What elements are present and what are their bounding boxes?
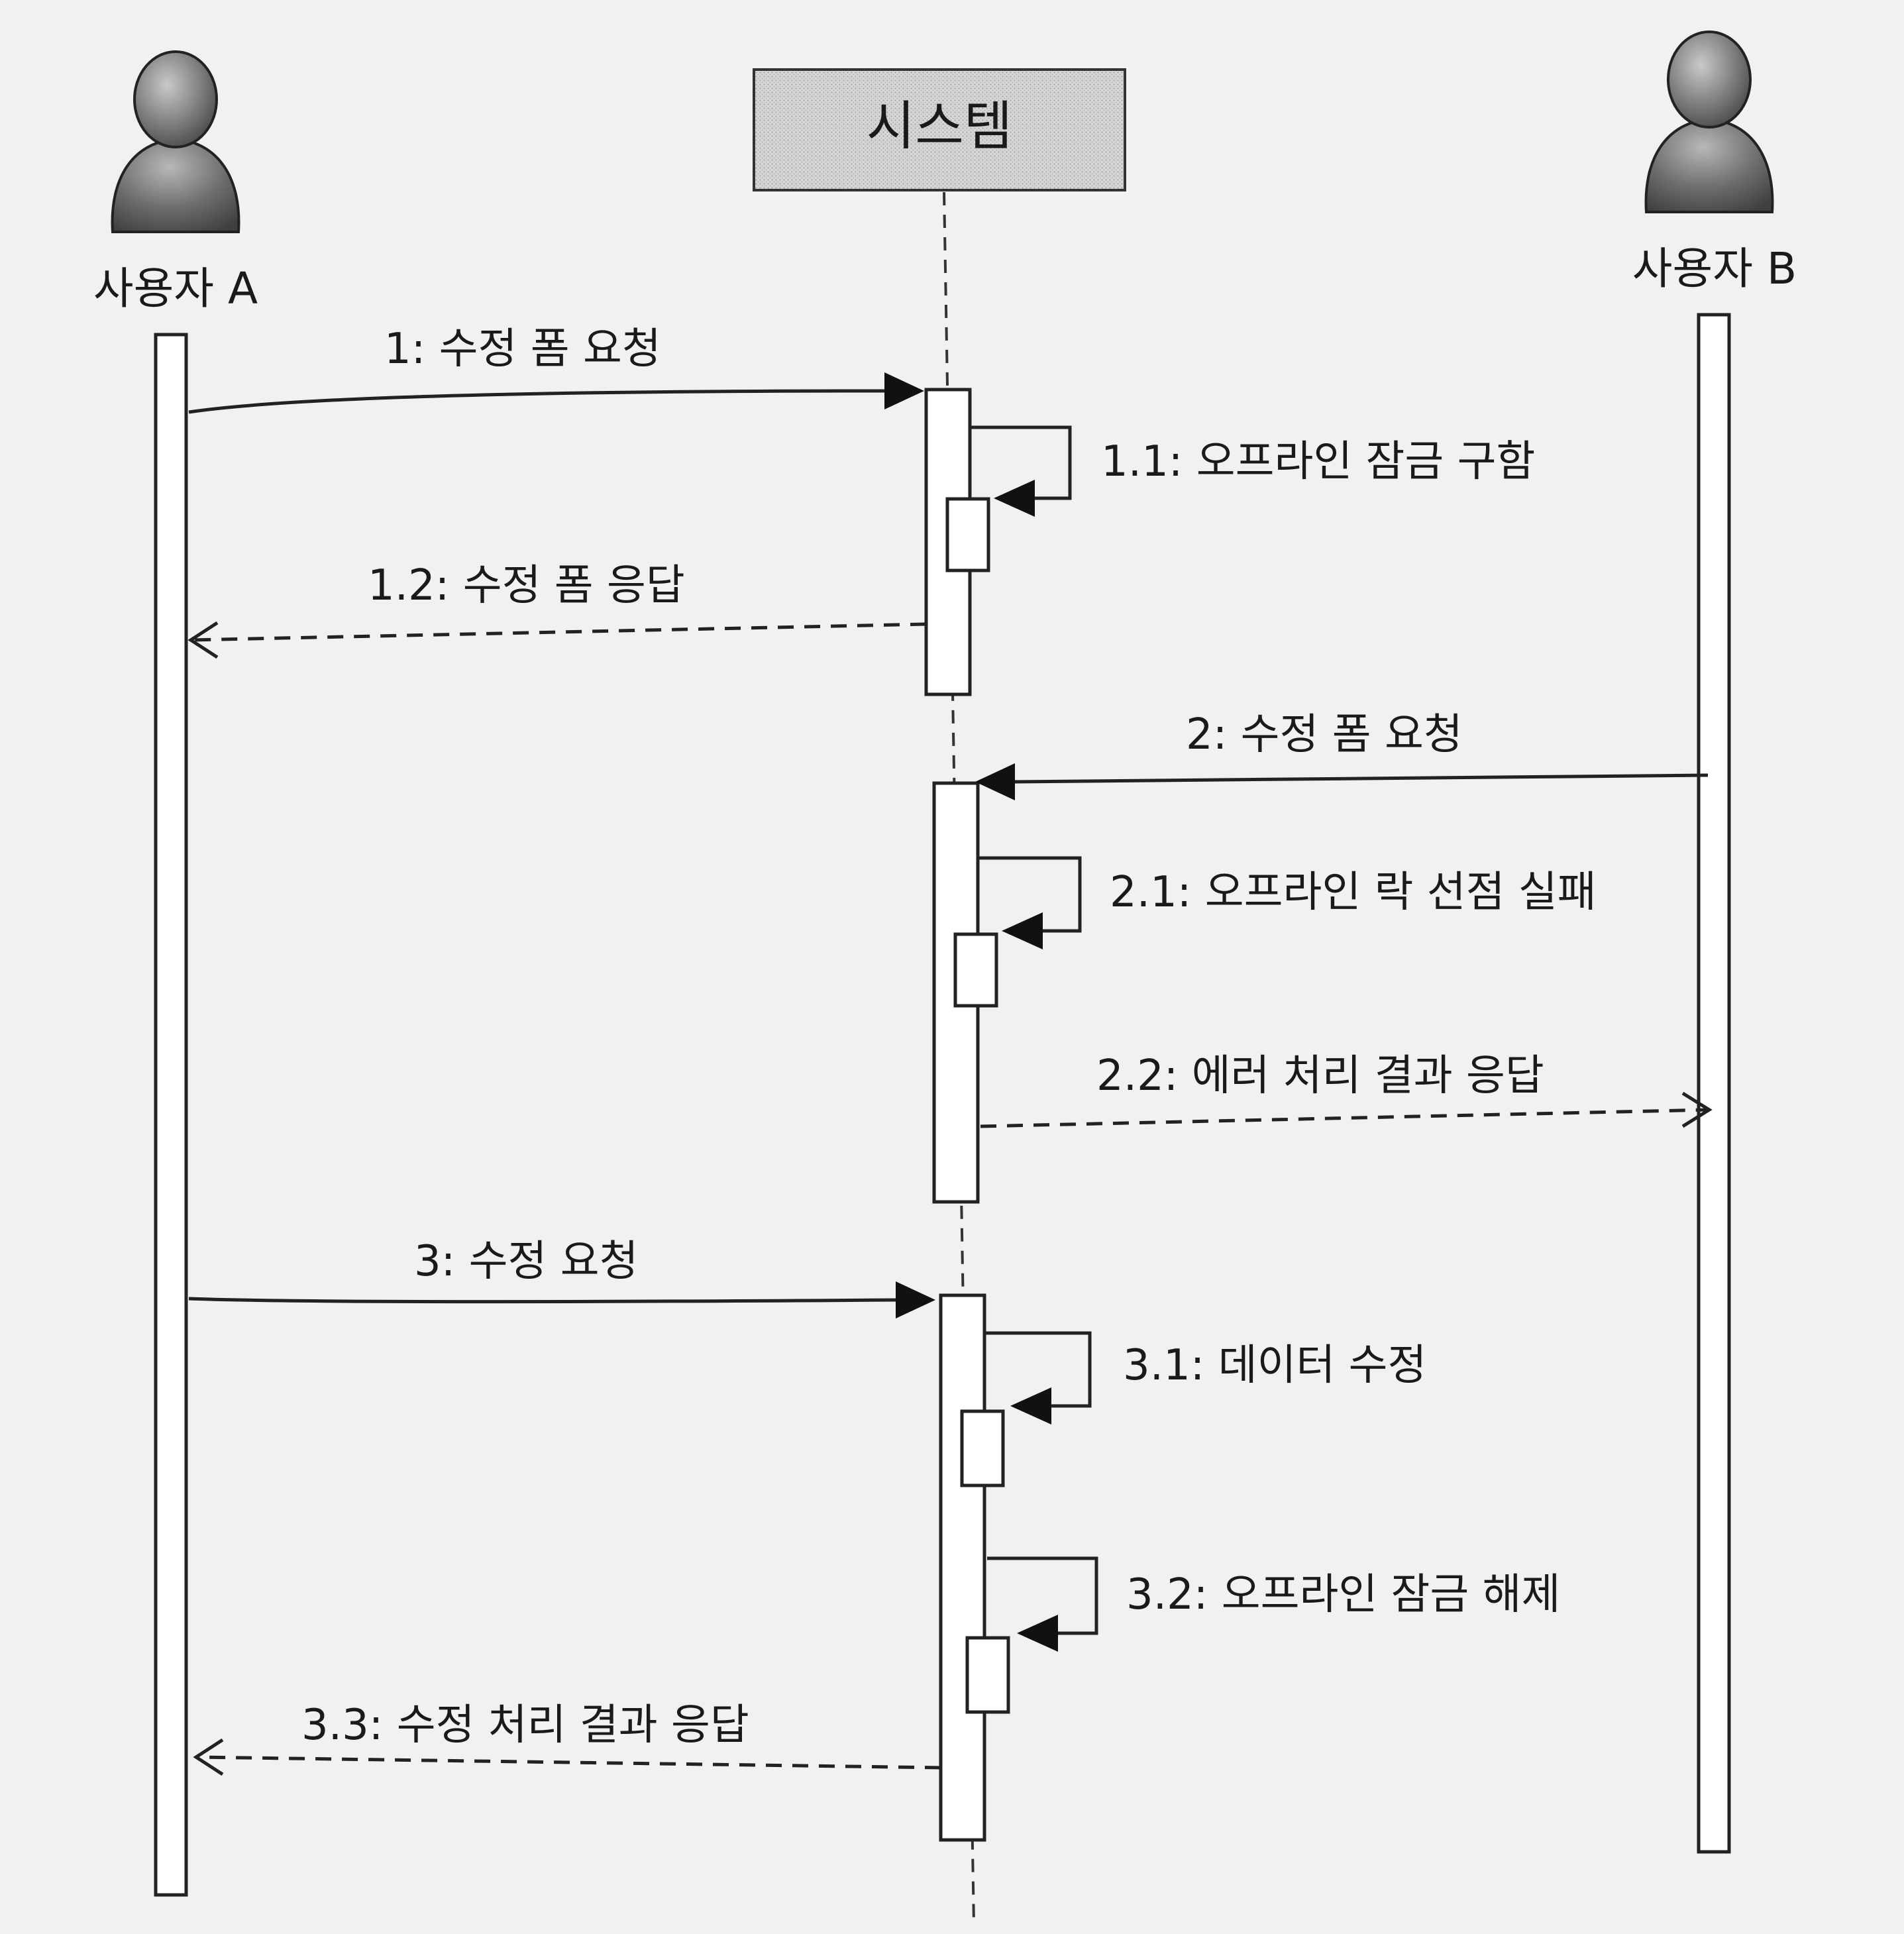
message-1-1-arrow xyxy=(970,425,1072,500)
user-a-label: 사용자 A xyxy=(93,263,258,314)
message-1-arrow xyxy=(188,389,888,414)
message-1-2-arrowhead xyxy=(187,621,219,659)
system-activation-3 xyxy=(939,1293,986,1842)
message-2-1-label: 2.1: 오프라인 락 선점 실패 xyxy=(1110,868,1597,917)
message-1-2-arrow xyxy=(191,622,927,642)
system-box xyxy=(753,68,1126,191)
system-self-activation-3-1 xyxy=(960,1409,1005,1487)
system-self-activation-2-1 xyxy=(953,932,998,1008)
message-1-label: 1: 수정 폼 요청 xyxy=(384,325,661,374)
user-b-lifeline xyxy=(1697,313,1731,1854)
message-2-arrow xyxy=(1013,773,1709,784)
message-2-arrowhead xyxy=(975,763,1015,800)
message-3-arrow xyxy=(188,1297,898,1304)
message-2-2-arrow xyxy=(980,1108,1709,1128)
message-3-1-arrow xyxy=(984,1331,1092,1408)
message-1-1-arrowhead xyxy=(994,480,1035,517)
message-1-arrowhead xyxy=(884,372,924,409)
message-2-2-label: 2.2: 에러 처리 결과 응답 xyxy=(1096,1051,1544,1101)
message-3-2-arrowhead xyxy=(1017,1615,1058,1652)
message-3-label: 3: 수정 요청 xyxy=(414,1237,639,1286)
message-1-1-label: 1.1: 오프라인 잠금 구함 xyxy=(1101,437,1535,486)
message-3-3-arrowhead xyxy=(193,1738,224,1776)
message-3-3-label: 3.3: 수정 처리 결과 응답 xyxy=(301,1701,749,1750)
user-a-lifeline xyxy=(154,333,188,1897)
message-3-2-label: 3.2: 오프라인 잠금 해제 xyxy=(1126,1570,1560,1619)
system-label: 시스템 xyxy=(867,95,1013,157)
system-self-activation-3-2 xyxy=(965,1636,1010,1714)
message-2-2-arrowhead xyxy=(1681,1091,1713,1128)
message-3-2-arrow xyxy=(987,1556,1098,1635)
message-3-3-arrow xyxy=(197,1755,941,1770)
system-self-activation-1-1 xyxy=(945,497,990,572)
message-1-2-label: 1.2: 수정 폼 응답 xyxy=(368,561,685,610)
message-2-label: 2: 수정 폼 요청 xyxy=(1186,710,1463,759)
user-b-label: 사용자 B xyxy=(1632,243,1797,294)
message-2-1-arrowhead xyxy=(1002,912,1043,949)
user-b-person-icon xyxy=(1644,30,1774,213)
user-a-person-icon xyxy=(111,50,240,233)
message-3-arrowhead xyxy=(896,1281,935,1318)
message-3-1-arrowhead xyxy=(1010,1387,1051,1424)
message-2-1-arrow xyxy=(978,856,1082,933)
message-3-1-label: 3.1: 데이터 수정 xyxy=(1123,1341,1426,1390)
